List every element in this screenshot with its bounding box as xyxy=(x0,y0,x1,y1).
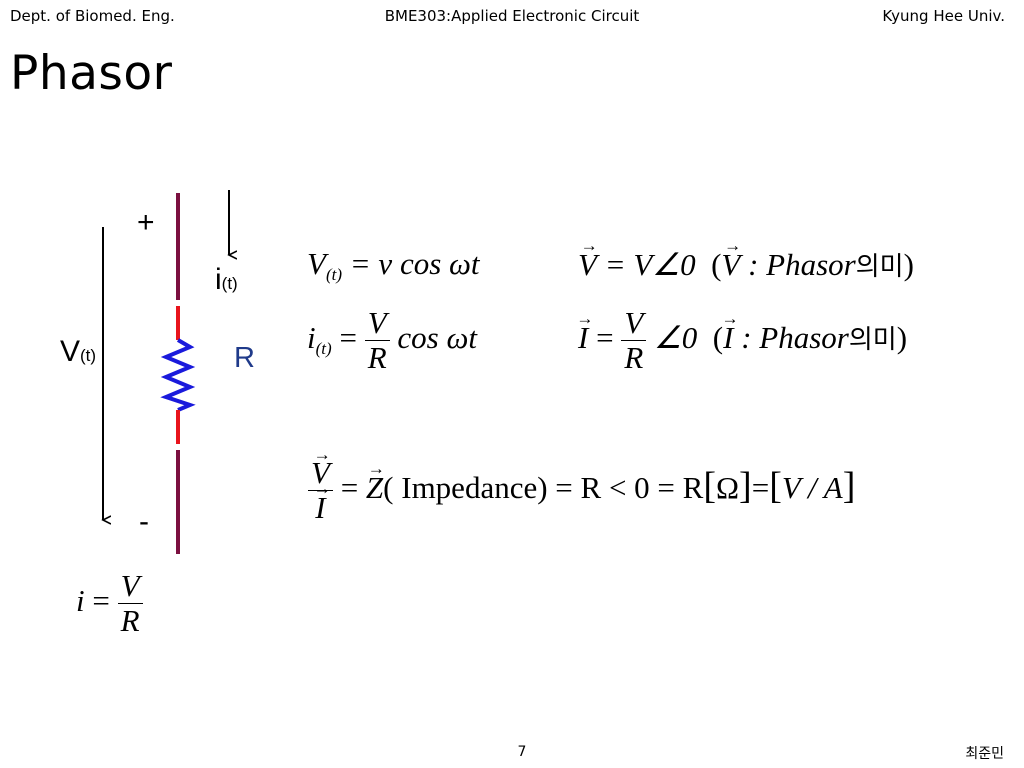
equation-v-phasor: V = V∠0 (V : Phasor의미) xyxy=(578,246,914,283)
ohms-law: i = V R xyxy=(76,569,143,638)
slide-title: Phasor xyxy=(10,46,173,101)
author-name: 최준민 xyxy=(965,746,1004,762)
header-course: BME303:Applied Electronic Circuit xyxy=(384,7,640,25)
equation-i-phasor: I = V R ∠0 (I : Phasor의미) xyxy=(578,306,907,375)
equation-impedance: V I = Z( Impedance) = R < 0 = R[Ω]=[V / … xyxy=(308,456,855,525)
resistor xyxy=(160,338,196,412)
page-number: 7 xyxy=(517,744,527,760)
voltage-label: V(t) xyxy=(60,335,97,368)
current-label: i(t) xyxy=(215,263,238,296)
circuit-diagram xyxy=(0,190,300,554)
header-university: Kyung Hee Univ. xyxy=(882,7,1005,25)
resistor-label: R xyxy=(234,342,255,374)
header-dept: Dept. of Biomed. Eng. xyxy=(10,7,175,25)
equation-i-t: i(t) = V R cos ωt xyxy=(307,305,477,375)
plus-sign: + xyxy=(137,206,155,239)
minus-sign: - xyxy=(139,505,149,538)
equation-v-t: V(t) = v cos ωt xyxy=(307,246,480,284)
